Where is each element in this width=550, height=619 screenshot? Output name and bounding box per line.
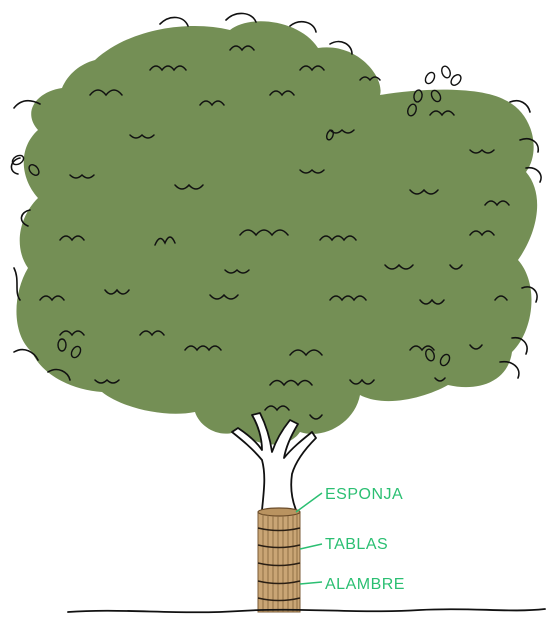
callout-tablas: TABLAS [300, 536, 388, 553]
label-alambre: ALAMBRE [325, 576, 405, 593]
callout-esponja: ESPONJA [296, 486, 403, 512]
tree-canopy [11, 13, 541, 444]
label-esponja: ESPONJA [325, 486, 403, 503]
leader-alambre [300, 582, 322, 584]
trunk-wrap [258, 508, 300, 612]
callout-alambre: ALAMBRE [300, 576, 405, 593]
leader-esponja [296, 493, 322, 512]
label-tablas: TABLAS [325, 536, 388, 553]
leader-tablas [300, 544, 322, 549]
sponge-ring [258, 508, 300, 516]
ground-line [68, 609, 545, 612]
boards-wrap [258, 512, 300, 612]
